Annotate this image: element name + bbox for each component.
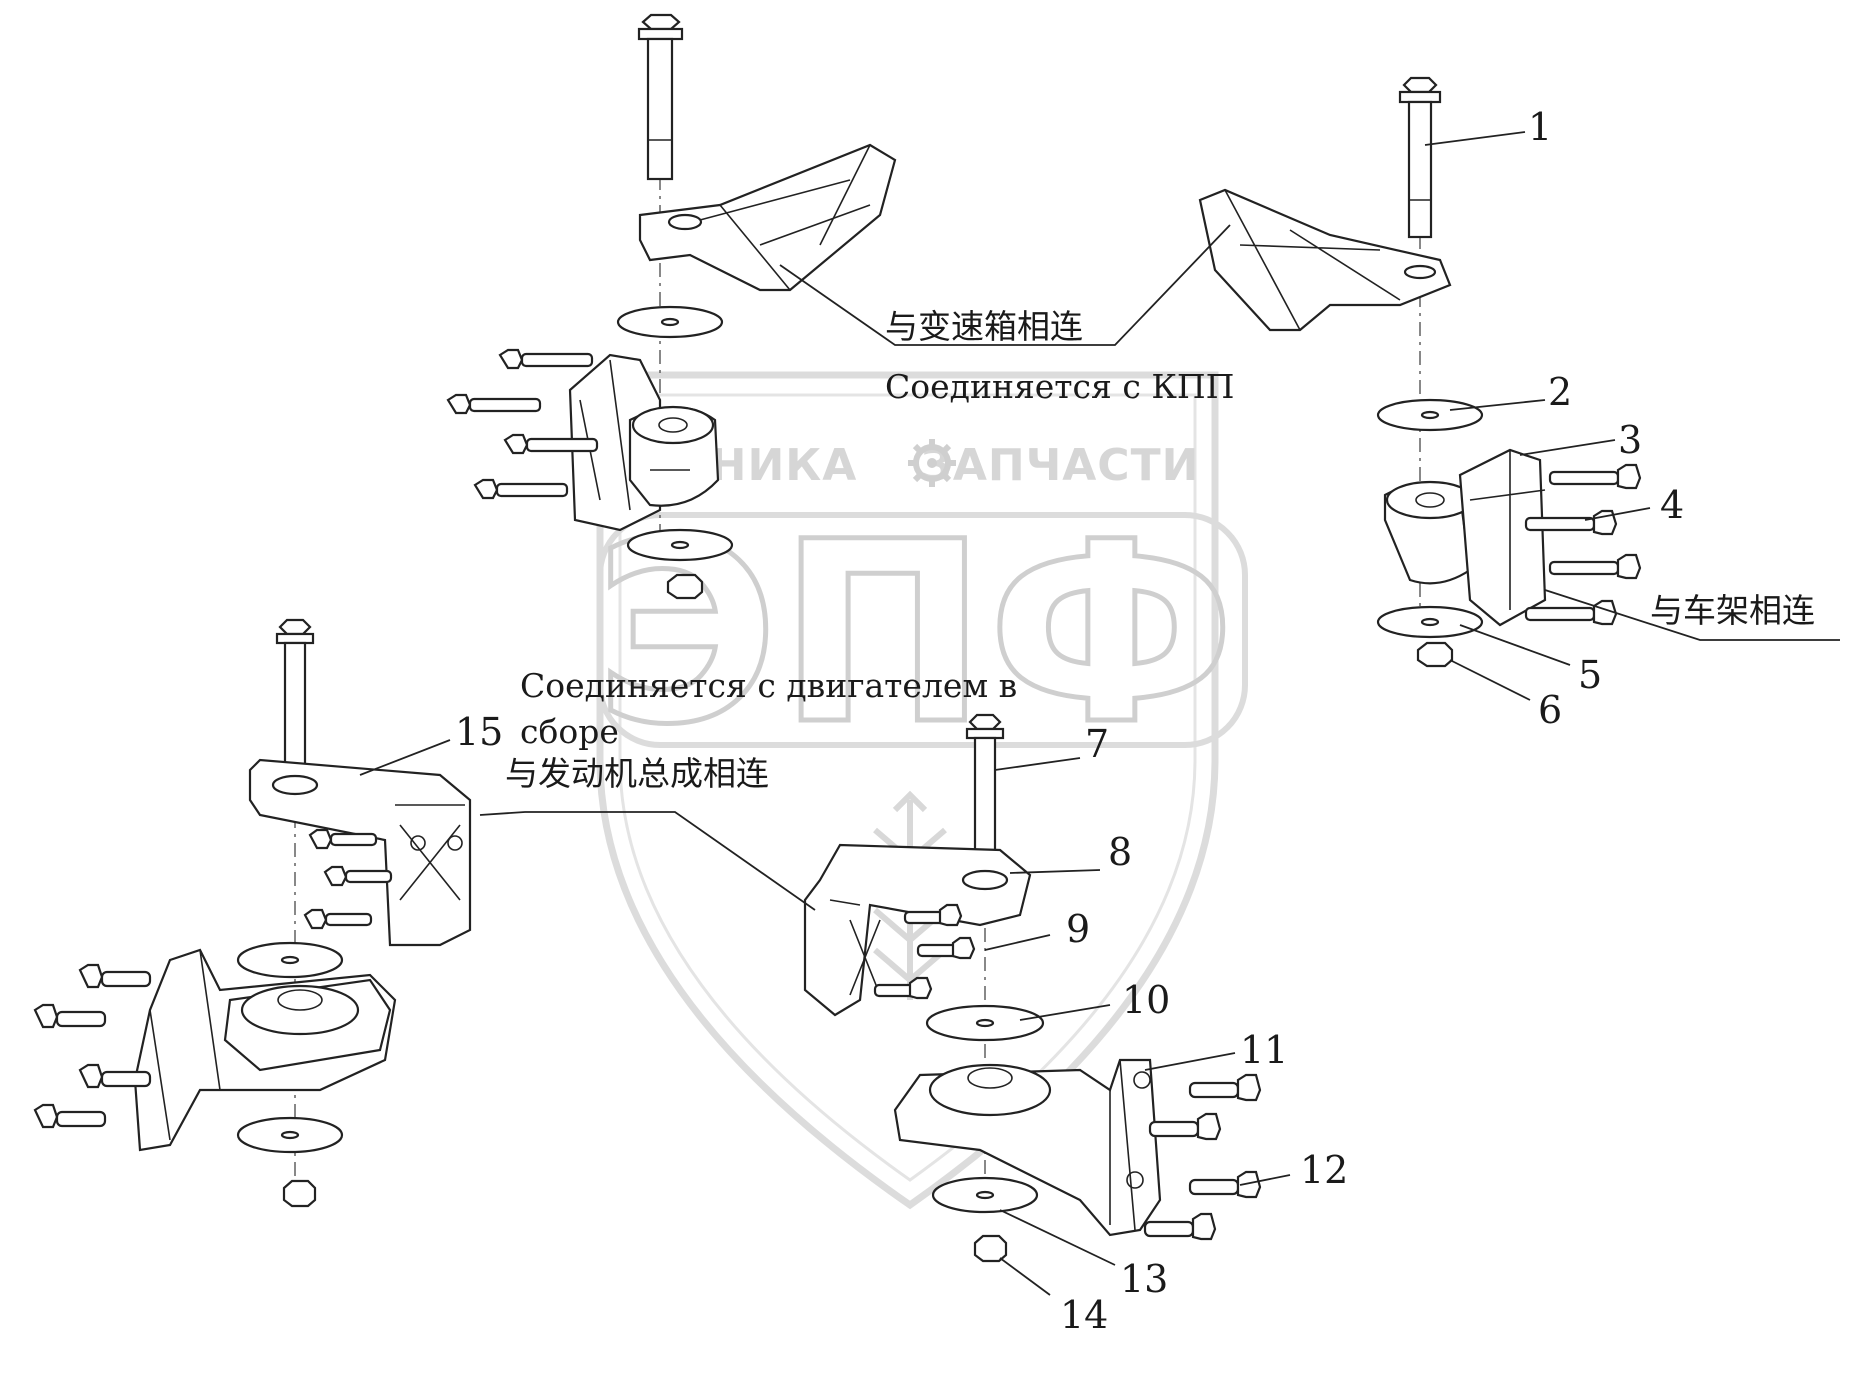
callout-7: 7	[1085, 722, 1109, 766]
side-bolts-bottom-left-upper	[303, 828, 393, 930]
callout-4: 4	[1660, 483, 1684, 527]
callout-6: 6	[1538, 688, 1562, 732]
label-frame-cn: 与车架相连	[1650, 591, 1815, 630]
callout-9: 9	[1066, 907, 1090, 951]
callout-5: 5	[1578, 653, 1602, 697]
rubber-mount-top-left	[568, 353, 720, 532]
callout-15: 15	[455, 710, 503, 754]
nut-top-left	[666, 573, 704, 600]
engine-mount-base-center	[893, 1058, 1162, 1237]
label-engine-ru-line2: сборе	[520, 712, 619, 751]
engine-bracket-left	[248, 758, 472, 947]
callout-10: 10	[1122, 978, 1170, 1022]
engine-bracket-center	[803, 843, 1032, 1017]
callout-1: 1	[1528, 105, 1552, 149]
bolt-top-right	[1398, 76, 1442, 239]
callout-2: 2	[1548, 370, 1572, 414]
leader-lines	[359, 131, 1840, 1296]
transmission-bracket-left	[638, 143, 897, 292]
bolt-bottom-center	[965, 713, 1005, 860]
side-bolts-bottom-left	[33, 963, 152, 1129]
rubber-mount-top-right	[1383, 448, 1547, 627]
watermark-shield	[596, 371, 1219, 1210]
side-bolts-bottom-center-upper	[873, 903, 976, 1000]
side-bolts-top-left	[446, 348, 599, 500]
nut-bottom-left	[282, 1179, 317, 1208]
watermark-text-right: ЗАПЧАСТИ	[921, 440, 1200, 491]
label-engine-ru-line1: Соединяется с двигателем в	[520, 666, 1017, 705]
callout-14: 14	[1060, 1293, 1108, 1337]
callout-12: 12	[1300, 1148, 1348, 1192]
callout-11: 11	[1240, 1028, 1288, 1072]
labels: 与变速箱相连 Соединяется с КПП 与车架相连 Соединяет…	[505, 307, 1815, 793]
callout-numbers: 1 2 3 4 5 6 7 8 9 10 11 12 13 14 15	[455, 105, 1684, 1337]
bottom-left-mount-assembly	[33, 618, 472, 1208]
callout-13: 13	[1120, 1257, 1168, 1301]
engine-mount-base-left	[133, 948, 397, 1152]
callout-3: 3	[1618, 418, 1642, 462]
bolt-bottom-left	[275, 618, 315, 770]
nut-bottom-center	[973, 1234, 1008, 1263]
top-right-mount-assembly	[1198, 76, 1642, 668]
nut-top-right	[1416, 641, 1454, 668]
bolt-top-left	[637, 13, 684, 181]
callout-8: 8	[1108, 830, 1132, 874]
side-bolts-bottom-center	[1143, 1073, 1262, 1241]
gear-icon	[908, 439, 956, 487]
top-left-mount-assembly	[446, 13, 897, 600]
label-transmission-ru: Соединяется с КПП	[885, 367, 1234, 406]
label-engine-cn: 与发动机总成相连	[505, 754, 769, 793]
label-transmission-cn: 与变速箱相连	[885, 307, 1083, 346]
transmission-bracket-right	[1198, 188, 1452, 332]
bottom-center-mount-assembly	[803, 713, 1262, 1263]
